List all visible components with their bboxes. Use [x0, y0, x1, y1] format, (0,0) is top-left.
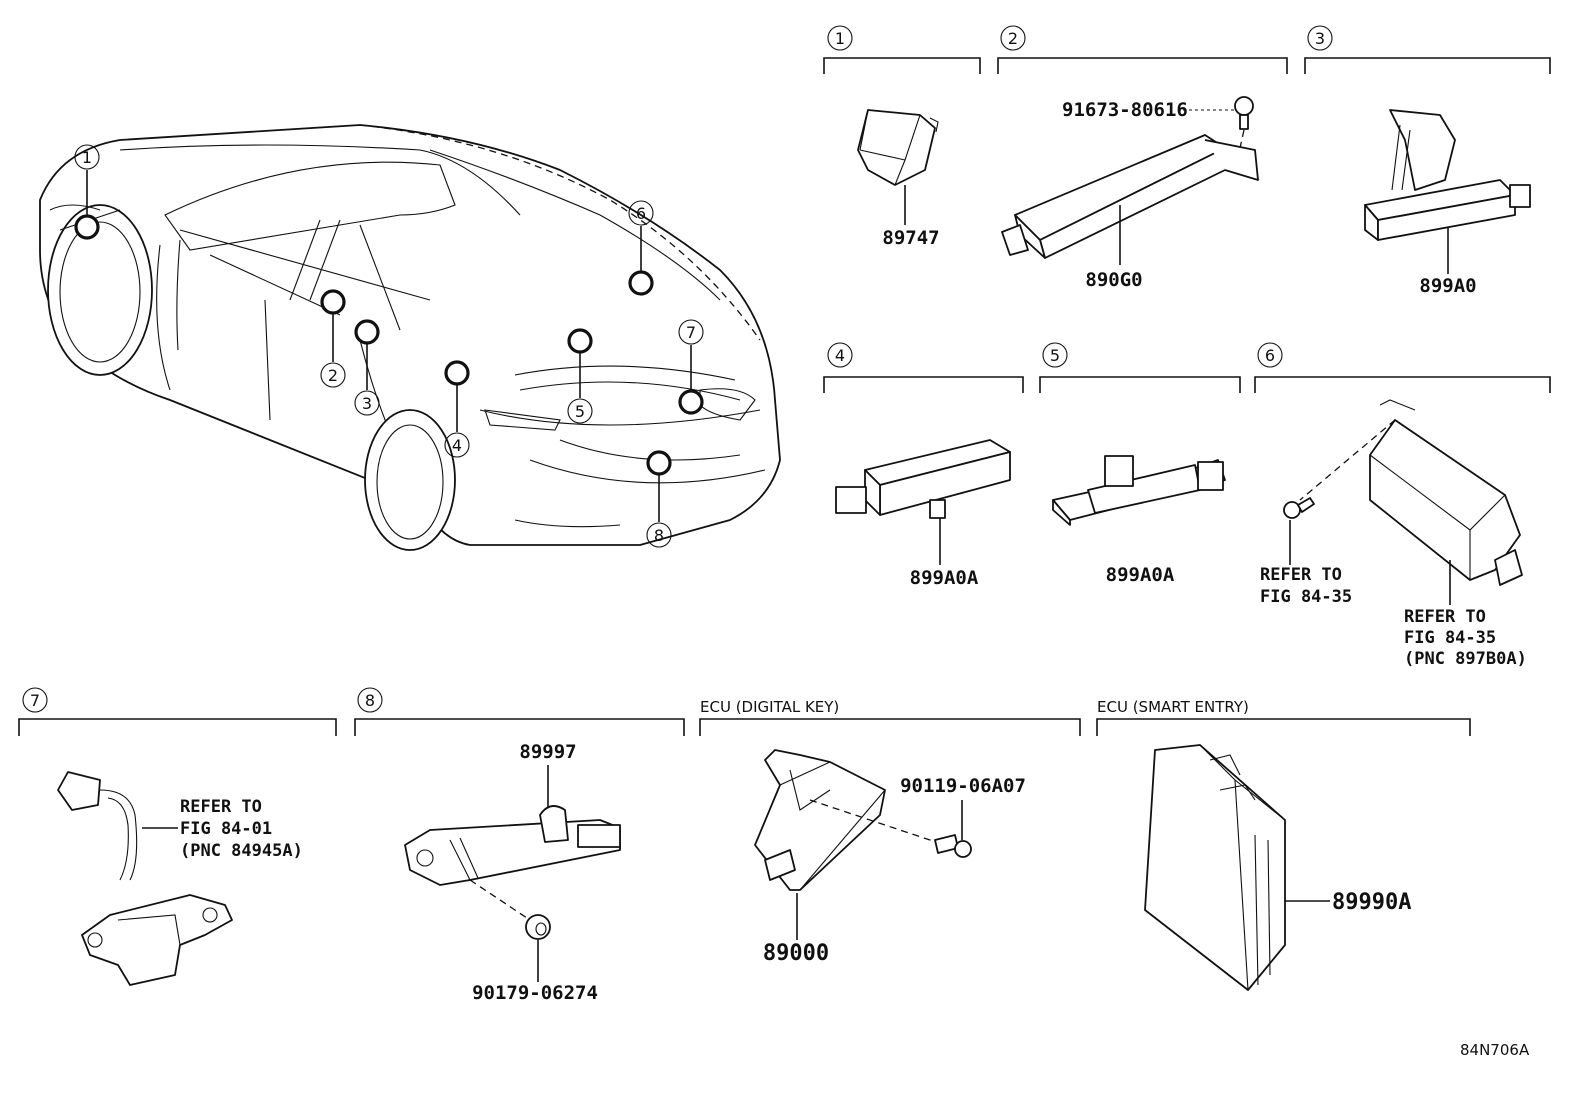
- part-number-89997: 89997: [519, 741, 576, 763]
- part-number-899a0a-4: 899A0A: [910, 567, 979, 589]
- svg-text:1: 1: [835, 29, 845, 48]
- svg-text:3: 3: [362, 394, 372, 413]
- section-2: 2 91673-80616 890G0: [997, 25, 1288, 291]
- part-number-89000: 89000: [763, 941, 829, 966]
- section-5: 5 899A0A: [1039, 342, 1241, 586]
- bolt-icon-ecu: [934, 834, 972, 858]
- svg-text:8: 8: [365, 691, 375, 710]
- section-1: 1 89747: [823, 25, 981, 249]
- part-number-90179-06274: 90179-06274: [472, 982, 598, 1004]
- callout-1: 1: [74, 144, 100, 170]
- section-3: 3 899A0: [1304, 25, 1551, 297]
- callout-4: 4: [444, 432, 470, 458]
- refer-note-7-line3: (PNC 84945A): [180, 841, 303, 861]
- svg-text:1: 1: [82, 148, 92, 167]
- refer-note-7-line2: FIG 84-01: [180, 819, 272, 839]
- callout-2: 2: [320, 362, 346, 388]
- diagram-code: 84N706A: [1460, 1041, 1530, 1059]
- part-number-91673-80616: 91673-80616: [1062, 99, 1188, 121]
- callout-8: 8: [646, 522, 672, 548]
- refer-note-6b-line2: FIG 84-35: [1404, 628, 1496, 648]
- part-number-899a0a-5: 899A0A: [1106, 564, 1175, 586]
- section-8: 8 89997 90179-06274: [354, 687, 685, 1004]
- svg-text:7: 7: [30, 691, 40, 710]
- svg-text:5: 5: [1050, 346, 1060, 365]
- svg-text:8: 8: [654, 526, 664, 545]
- part-899a0a-icon-a: [835, 439, 1011, 519]
- part-89747-icon: [857, 109, 939, 186]
- callout-6: 6: [628, 200, 654, 226]
- part-89990a-icon: [1144, 744, 1286, 991]
- bolt-icon-6: [1283, 497, 1315, 519]
- refer-note-6b-line1: REFER TO: [1404, 607, 1486, 627]
- part-camera-harness-icon: [57, 771, 233, 986]
- car-illustration: [39, 124, 781, 551]
- section-ecu-digital-key: ECU (DIGITAL KEY) 90119-06A07 89000: [699, 698, 1081, 966]
- svg-text:7: 7: [686, 323, 696, 342]
- part-number-89990a: 89990A: [1332, 890, 1411, 915]
- clip-icon: [525, 914, 551, 940]
- svg-text:6: 6: [1265, 346, 1275, 365]
- section-title-digital-key: ECU (DIGITAL KEY): [700, 698, 839, 716]
- svg-text:6: 6: [636, 204, 646, 223]
- part-897b0a-icon: [1369, 419, 1523, 586]
- section-7: 7 REFER TO FIG 84-01 (PNC 84945A): [18, 687, 337, 986]
- part-89997-icon: [404, 805, 621, 886]
- part-number-90119-06a07: 90119-06A07: [900, 775, 1026, 797]
- svg-text:3: 3: [1315, 29, 1325, 48]
- section-6: 6 REFER TO FIG 84-35 REFER TO FIG 84-35 …: [1254, 342, 1551, 669]
- svg-text:4: 4: [452, 436, 462, 455]
- part-890g0-icon: [1001, 134, 1259, 259]
- car-callouts: 1 2 3 4 6 5 7 8: [74, 144, 704, 548]
- part-number-899a0: 899A0: [1419, 275, 1476, 297]
- svg-text:5: 5: [575, 402, 585, 421]
- refer-note-7-line1: REFER TO: [180, 797, 262, 817]
- section-title-smart-entry: ECU (SMART ENTRY): [1097, 698, 1249, 716]
- section-ecu-smart-entry: ECU (SMART ENTRY) 89990A: [1096, 698, 1471, 991]
- part-899a0a-icon-b: [1052, 455, 1226, 526]
- section-4: 4 899A0A: [823, 342, 1024, 589]
- part-number-890g0: 890G0: [1085, 269, 1142, 291]
- part-899a0-icon: [1364, 109, 1531, 241]
- bolt-icon: [1234, 96, 1254, 130]
- part-number-89747: 89747: [882, 227, 939, 249]
- callout-3: 3: [354, 390, 380, 416]
- refer-note-6a-line2: FIG 84-35: [1260, 587, 1352, 607]
- callout-7: 7: [678, 319, 704, 345]
- refer-note-6b-line3: (PNC 897B0A): [1404, 649, 1527, 669]
- svg-text:4: 4: [835, 346, 845, 365]
- callout-5: 5: [567, 398, 593, 424]
- part-89000-icon: [754, 749, 886, 891]
- refer-note-6a-line1: REFER TO: [1260, 565, 1342, 585]
- svg-text:2: 2: [1008, 29, 1018, 48]
- svg-text:2: 2: [328, 366, 338, 385]
